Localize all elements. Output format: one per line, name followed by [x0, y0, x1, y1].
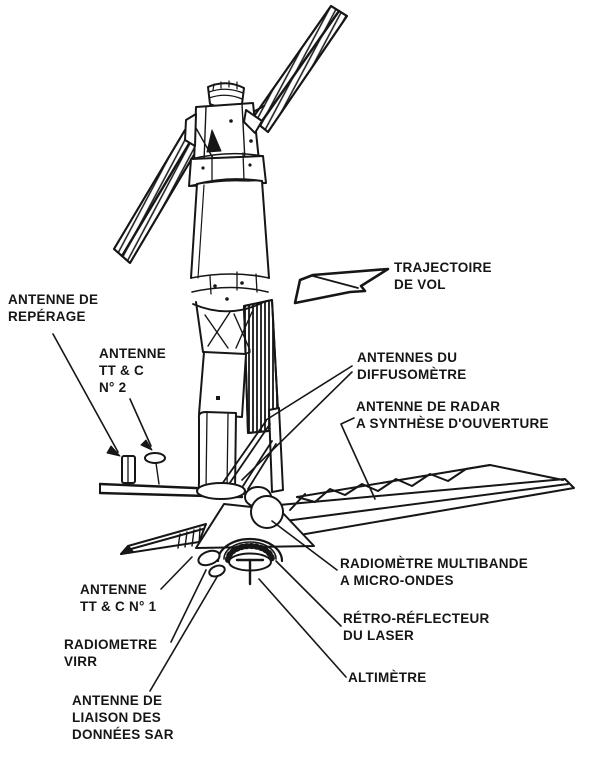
label-radiometre-virr: RADIOMETRE VIRR [64, 637, 158, 669]
flight-direction-arrow-icon [293, 267, 390, 305]
sensor-module [195, 482, 315, 586]
spacecraft-body [184, 80, 284, 493]
leader-lines [52, 333, 376, 692]
label-trajectoire-de-vol: TRAJECTOIRE DE VOL [394, 260, 492, 292]
sar-antenna [278, 464, 575, 538]
solar-panel-lower-left [113, 129, 206, 264]
left-wing [120, 523, 207, 555]
label-altimetre: ALTIMÈTRE [348, 670, 427, 685]
solar-panel-upper-right [251, 5, 348, 133]
label-antenne-ttc-1: ANTENNE TT & C N° 1 [80, 582, 157, 614]
label-antenne-ttc-2: ANTENNE TT & C N° 2 [99, 346, 167, 395]
altimeter-dish [216, 537, 284, 586]
label-antenne-radar-sar: ANTENNE DE RADAR A SYNTHÈSE D'OUVERTURE [356, 399, 549, 431]
label-radiometre-multibande: RADIOMÈTRE MULTIBANDE A MICRO-ONDES [340, 556, 528, 588]
label-antenne-de-reperage: ANTENNE DE REPÉRAGE [8, 292, 99, 324]
label-antennes-diffusometre: ANTENNES DU DIFFUSOMÈTRE [357, 350, 467, 382]
label-antenne-liaison-sar: ANTENNE DE LIAISON DES DONNÉES SAR [72, 693, 174, 742]
label-retro-reflecteur-laser: RÉTRO-RÉFLECTEUR DU LASER [343, 611, 490, 643]
